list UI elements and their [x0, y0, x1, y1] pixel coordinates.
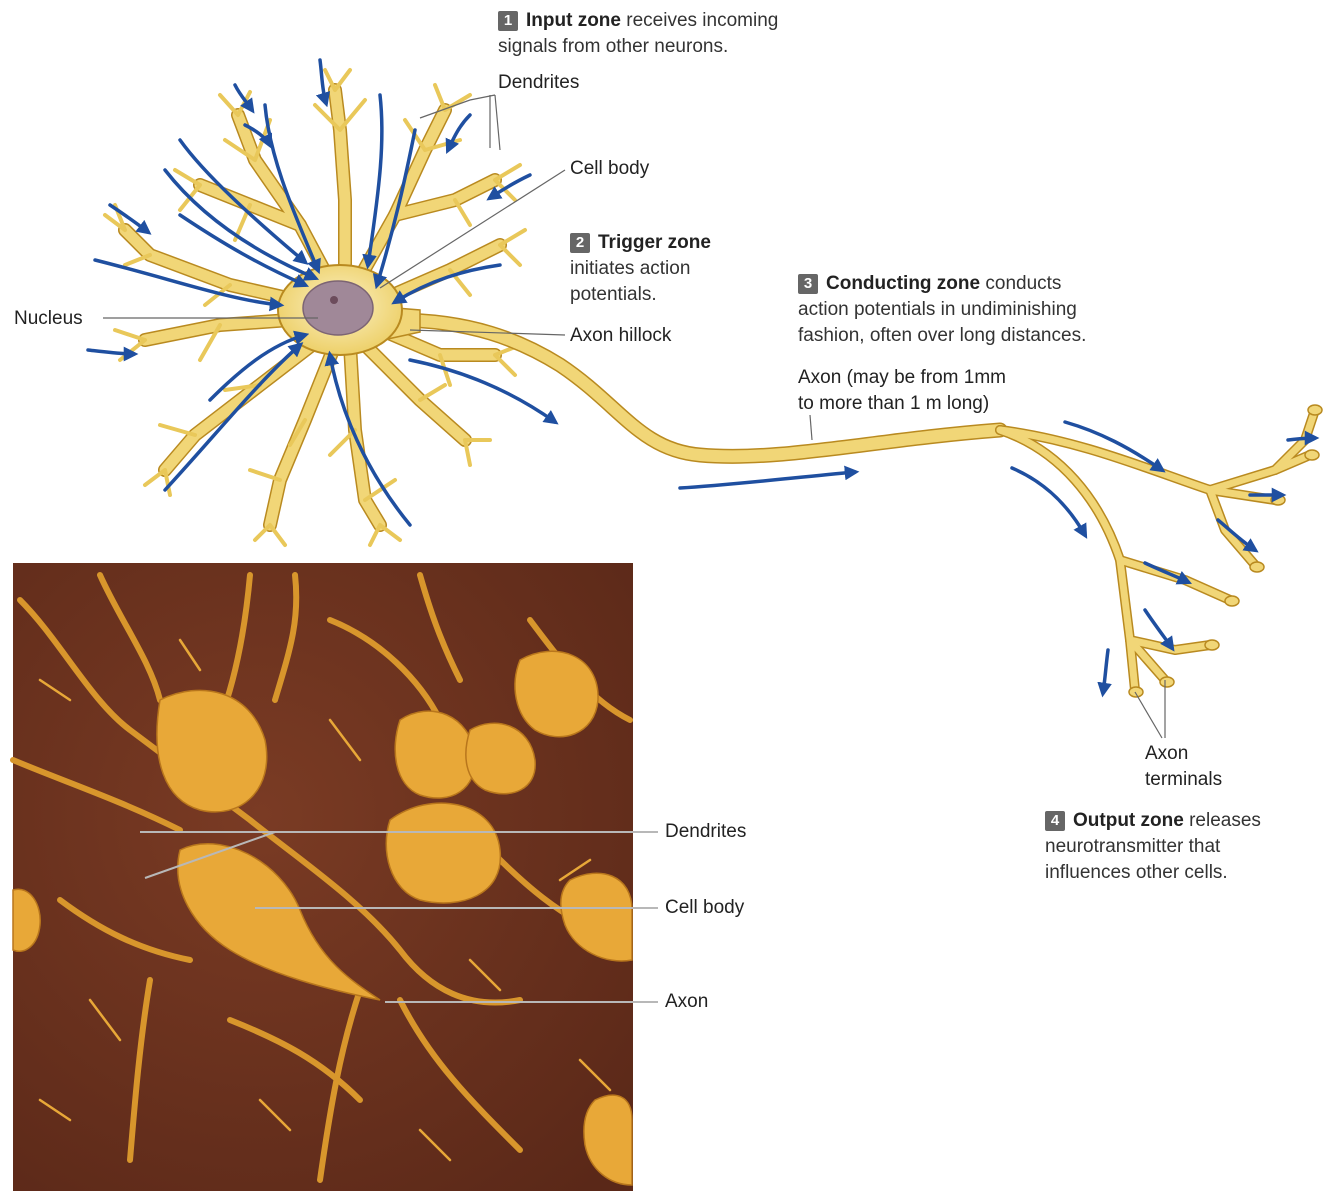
label-axon-terminals-line2: terminals: [1145, 767, 1222, 793]
label-axon-terminals-line1: Axon: [1145, 741, 1222, 767]
nucleus: [303, 281, 373, 335]
zone-title: Output zone: [1073, 810, 1184, 831]
zone-desc: influences other cells.: [1045, 860, 1261, 886]
zone-desc: neurotransmitter that: [1045, 834, 1261, 860]
zone-desc: conducts: [985, 273, 1061, 294]
micrograph: [13, 563, 658, 1191]
label-axon: Axon (may be from 1mm to more than 1 m l…: [798, 365, 1006, 417]
zone-title: Input zone: [526, 10, 621, 31]
output-zone-callout: 4 Output zone releases neurotransmitter t…: [1045, 808, 1261, 886]
zone-desc: potentials.: [570, 282, 711, 308]
zone-desc: initiates action: [570, 256, 711, 282]
zone-desc: receives incoming: [626, 10, 778, 31]
axon-terminals: [1000, 405, 1322, 697]
label-axon-hillock: Axon hillock: [570, 323, 671, 349]
zone-desc: action potentials in undiminishing: [798, 297, 1086, 323]
conducting-zone-callout: 3 Conducting zone conducts action potenti…: [798, 271, 1086, 349]
zone-desc: fashion, often over long distances.: [798, 323, 1086, 349]
trigger-zone-callout: 2 Trigger zone initiates action potential…: [570, 230, 711, 308]
micrograph-label-dendrites: Dendrites: [665, 819, 746, 845]
zone-title: Trigger zone: [598, 232, 711, 253]
zone-number-2: 2: [570, 233, 590, 253]
zone-number-3: 3: [798, 274, 818, 294]
label-dendrites: Dendrites: [498, 70, 579, 96]
micrograph-label-cell-body: Cell body: [665, 895, 744, 921]
zone-title: Conducting zone: [826, 273, 980, 294]
label-axon-line1: Axon (may be from 1mm: [798, 365, 1006, 391]
zone-number-1: 1: [498, 11, 518, 31]
label-axon-line2: to more than 1 m long): [798, 391, 1006, 417]
input-zone-callout: 1 Input zone receives incoming signals fr…: [498, 8, 778, 60]
zone-desc: signals from other neurons.: [498, 34, 778, 60]
label-nucleus: Nucleus: [14, 306, 83, 332]
label-cell-body: Cell body: [570, 156, 649, 182]
zone-number-4: 4: [1045, 811, 1065, 831]
label-axon-terminals: Axon terminals: [1145, 741, 1222, 793]
micrograph-label-axon: Axon: [665, 989, 708, 1015]
zone-desc: releases: [1189, 810, 1261, 831]
